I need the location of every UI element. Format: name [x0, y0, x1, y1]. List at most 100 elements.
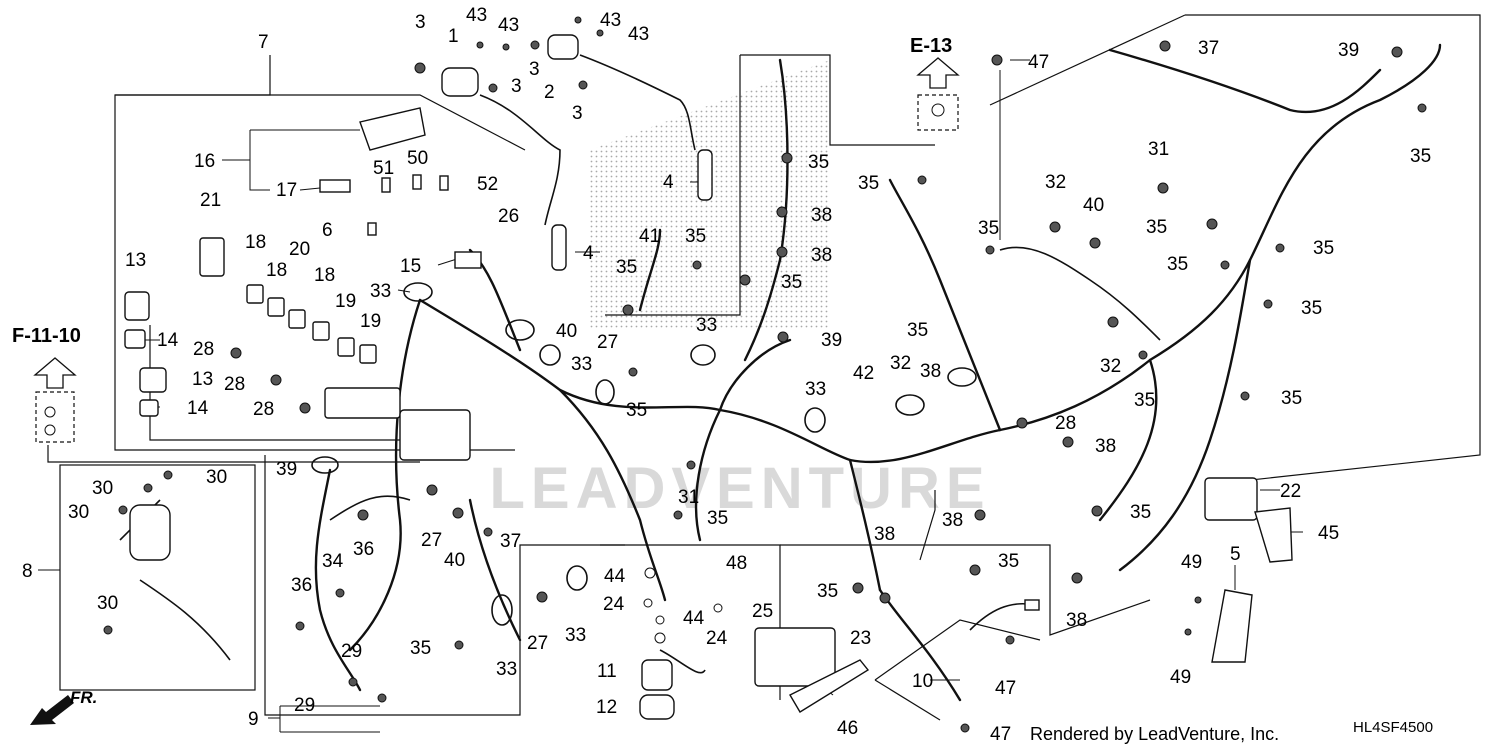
- callout-4: 4: [663, 172, 674, 193]
- callout-38c: 38: [920, 361, 941, 382]
- relay-13: [124, 291, 150, 321]
- callout-35l: 35: [1167, 254, 1188, 275]
- callout-30b: 30: [206, 467, 227, 488]
- callout-31: 31: [1148, 139, 1169, 160]
- callout-35f: 35: [707, 508, 728, 529]
- diagram-code: HL4SF4500: [1353, 719, 1433, 736]
- bracket-46: [789, 659, 870, 713]
- callout-2: 2: [544, 82, 555, 103]
- callout-52: 52: [477, 174, 498, 195]
- fuse-block: [324, 387, 401, 419]
- callout-28: 28: [193, 339, 214, 360]
- callout-35k: 35: [1313, 238, 1334, 259]
- callout-3c: 3: [529, 59, 540, 80]
- wiring-harness: [314, 43, 1442, 702]
- callout-35e: 35: [626, 400, 647, 421]
- watermark: LEADVENTURE: [489, 456, 990, 521]
- fuse-6: [367, 222, 377, 236]
- callout-33b: 33: [571, 354, 592, 375]
- bracket-45: [1254, 507, 1293, 563]
- callout-35: 35: [808, 152, 829, 173]
- clamps: [311, 282, 977, 626]
- callout-39: 39: [821, 330, 842, 351]
- callout-24b: 24: [706, 628, 728, 649]
- relay-18b: [267, 297, 285, 317]
- callout-38b: 38: [811, 245, 832, 266]
- callout-36: 36: [353, 539, 374, 560]
- callout-1: 1: [448, 26, 459, 47]
- relay-18a: [246, 284, 264, 304]
- callout-26: 26: [498, 206, 519, 227]
- callout-19b: 19: [360, 311, 381, 332]
- callout-18c: 18: [314, 265, 335, 286]
- callout-43: 43: [466, 5, 487, 26]
- callout-32: 32: [1045, 172, 1066, 193]
- fuse-52: [439, 175, 449, 191]
- callout-38: 38: [811, 205, 832, 226]
- callout-3d: 3: [572, 103, 583, 124]
- callout-51: 51: [373, 158, 394, 179]
- callout-30c: 30: [68, 502, 89, 523]
- callout-35i: 35: [907, 320, 928, 341]
- callout-30d: 30: [97, 593, 118, 614]
- callout-17: 17: [276, 180, 297, 201]
- callout-9: 9: [248, 709, 259, 730]
- switch-8: [129, 504, 171, 561]
- callout-23: 23: [850, 628, 871, 649]
- arrow-up-e13: [916, 57, 960, 89]
- callout-35j: 35: [1146, 217, 1167, 238]
- relay-18c: [312, 321, 330, 341]
- callout-50: 50: [407, 148, 428, 169]
- callout-43b: 43: [498, 15, 519, 36]
- callout-18b: 18: [266, 260, 287, 281]
- callout-28c: 28: [253, 399, 274, 420]
- callout-44b: 44: [683, 608, 705, 629]
- module-22: [1204, 477, 1258, 521]
- callout-14: 14: [157, 330, 179, 351]
- callout-45: 45: [1318, 523, 1339, 544]
- leader-lines: [38, 59, 1303, 733]
- callout-40b: 40: [1083, 195, 1104, 216]
- callout-27b: 27: [421, 530, 442, 551]
- callout-12: 12: [596, 697, 617, 718]
- callout-32b: 32: [890, 353, 911, 374]
- relay-19a: [337, 337, 355, 357]
- callout-8: 8: [22, 561, 33, 582]
- reference-f1110: F-11-10: [12, 325, 81, 347]
- callout-46: 46: [837, 718, 858, 739]
- starter-relay-11: [641, 659, 673, 691]
- callout-21: 21: [200, 190, 221, 211]
- fuse-51: [381, 177, 391, 193]
- callout-37b: 37: [500, 531, 521, 552]
- callout-32c: 32: [1100, 356, 1121, 377]
- relay-cover-12: [639, 694, 675, 720]
- bracket-15: [454, 251, 482, 269]
- callout-3b: 3: [511, 76, 522, 97]
- callout-15: 15: [400, 256, 421, 277]
- callout-35m: 35: [1301, 298, 1322, 319]
- callout-43d: 43: [628, 24, 649, 45]
- reference-e13: E-13: [910, 35, 952, 57]
- callout-4b: 4: [583, 243, 594, 264]
- callout-47: 47: [1028, 52, 1049, 73]
- cover-5: [1211, 589, 1253, 663]
- relay-box-21: [199, 237, 225, 277]
- callout-28d: 28: [1055, 413, 1076, 434]
- callout-35c: 35: [616, 257, 637, 278]
- callout-35d: 35: [781, 272, 802, 293]
- group-frames: [35, 14, 1481, 721]
- callout-40c: 40: [444, 550, 465, 571]
- oxygen-sensor-4-lower: [551, 224, 567, 271]
- small-parts: [44, 16, 1427, 733]
- callout-44: 44: [604, 566, 626, 587]
- callout-35t: 35: [410, 638, 431, 659]
- callout-37: 37: [1198, 38, 1219, 59]
- callout-33d: 33: [805, 379, 826, 400]
- callout-27c: 27: [527, 633, 548, 654]
- callout-35o: 35: [1281, 388, 1302, 409]
- callout-29: 29: [341, 641, 362, 662]
- ecu-23: [754, 627, 836, 687]
- callout-13: 13: [125, 250, 146, 271]
- callout-5: 5: [1230, 544, 1241, 565]
- callout-33f: 33: [496, 659, 517, 680]
